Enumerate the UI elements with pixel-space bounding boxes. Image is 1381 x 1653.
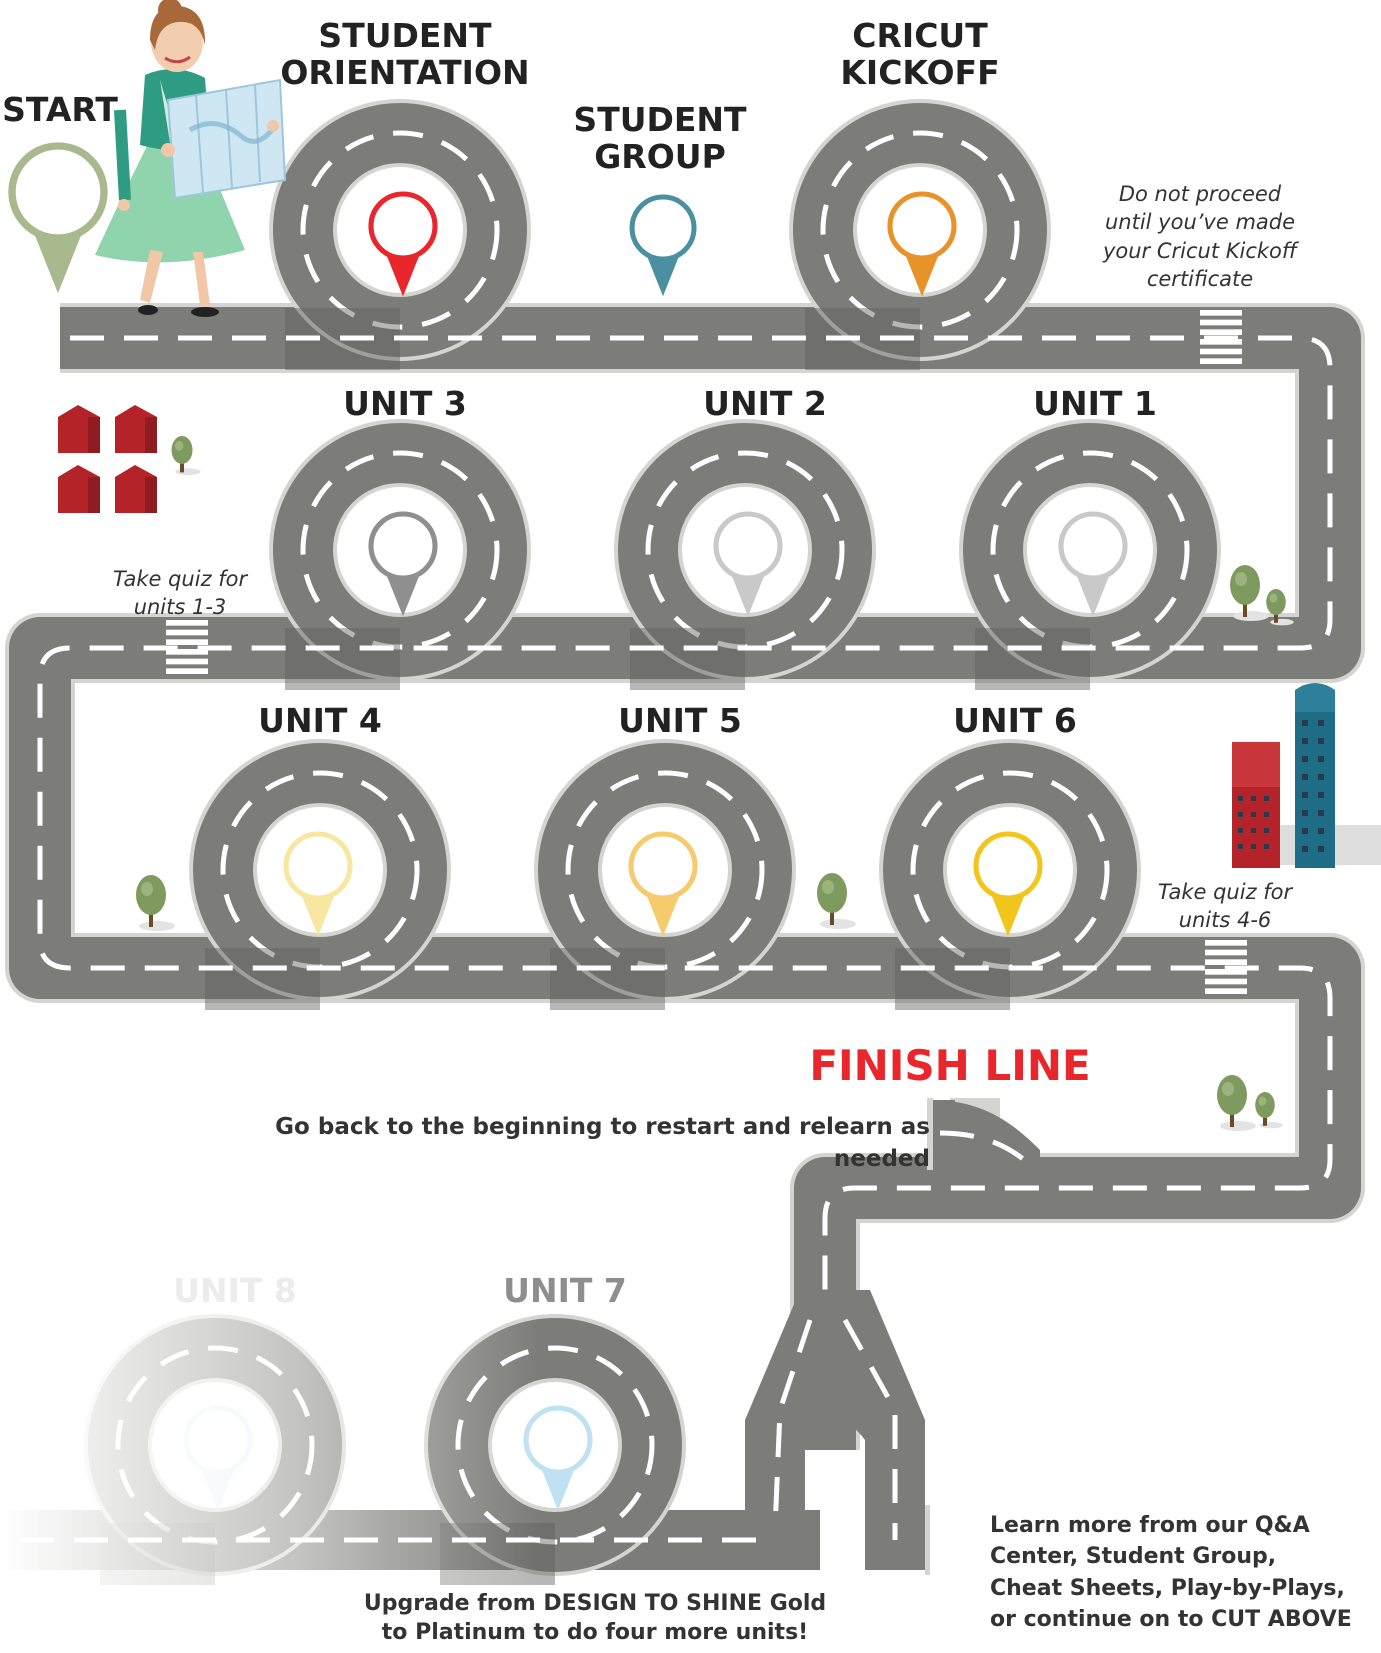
house-icon <box>115 405 157 453</box>
unit-1-label: UNIT 1 <box>1033 384 1157 423</box>
unit-3-label: UNIT 3 <box>343 384 467 423</box>
finish-line-label: FINISH LINE <box>809 1041 1091 1090</box>
red-houses <box>58 405 157 513</box>
tree-icon <box>1255 1092 1283 1129</box>
tree-icon <box>1266 589 1294 626</box>
start-pin-icon <box>8 142 108 294</box>
tree-icon <box>1217 1075 1256 1131</box>
trees <box>136 436 1294 1131</box>
unit-7-pin-icon <box>523 1405 593 1511</box>
unit-8-label: UNIT 8 <box>173 1271 297 1310</box>
girl-with-map-illustration <box>95 0 287 317</box>
tree-icon <box>1230 565 1269 621</box>
unit-3-pin-icon <box>368 511 438 617</box>
unit-2-pin-icon <box>713 511 783 617</box>
unit-4-label: UNIT 4 <box>258 701 382 740</box>
tree-icon <box>817 873 856 929</box>
orientation-pin-icon <box>368 191 438 297</box>
student-group-pin-icon <box>629 194 697 297</box>
unit-7-label: UNIT 7 <box>503 1271 627 1310</box>
unit-5-pin-icon <box>628 831 698 937</box>
tree-icon <box>136 875 175 931</box>
unit-1-pin-icon <box>1058 511 1128 617</box>
house-icon <box>115 465 157 513</box>
unit-6-pin-icon <box>973 831 1043 937</box>
city-buildings <box>1232 683 1381 868</box>
unit-2-label: UNIT 2 <box>703 384 827 423</box>
unit-5-label: UNIT 5 <box>618 701 742 740</box>
restart-message: Go back to the beginning to restart and … <box>275 1114 930 1172</box>
tree-icon <box>171 436 201 476</box>
unit-4-pin-icon <box>283 831 353 937</box>
kickoff-pin-icon <box>887 191 957 297</box>
crosswalks <box>166 310 1247 994</box>
start-label: START <box>2 90 118 129</box>
fade-overlay <box>0 1240 540 1640</box>
house-icon <box>58 465 100 513</box>
house-icon <box>58 405 100 453</box>
unit-6-label: UNIT 6 <box>953 701 1077 740</box>
